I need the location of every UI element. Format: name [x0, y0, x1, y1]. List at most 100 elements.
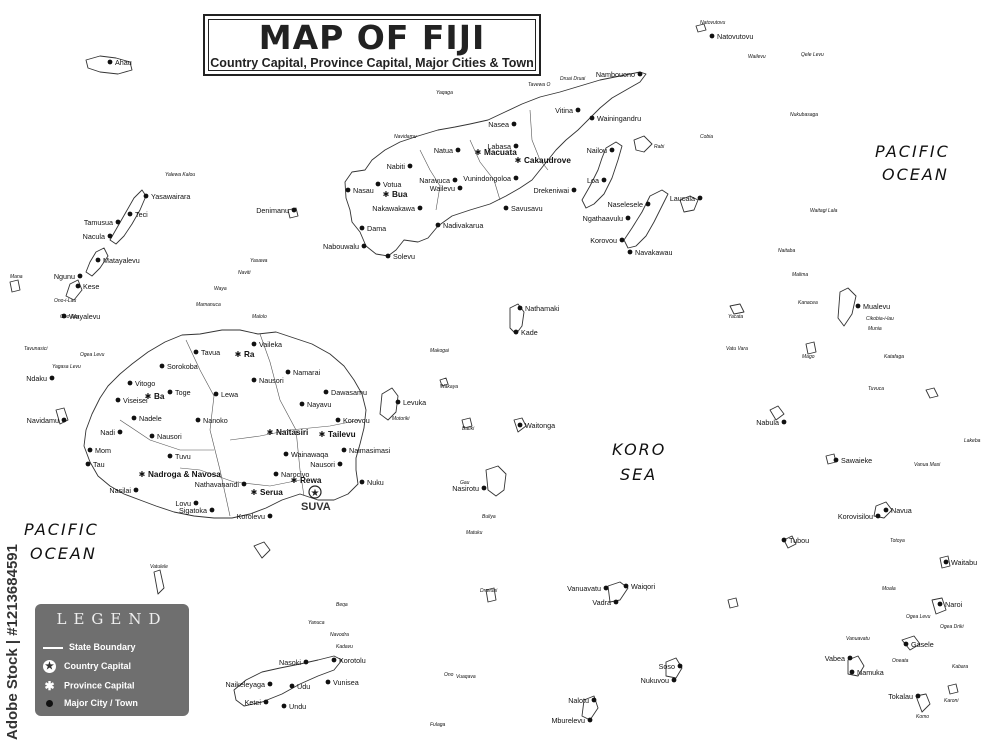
city-marker — [285, 369, 291, 375]
province-capital-marker: ✱ — [251, 488, 258, 497]
island-small-6 — [947, 683, 959, 695]
province-capital-marker: ✱ — [145, 392, 152, 401]
city-label: Laucala — [670, 194, 695, 203]
province-capital-marker: ✱ — [383, 190, 390, 199]
city-marker — [781, 537, 787, 543]
city-label: Tubou — [789, 536, 809, 545]
minor-place-label: Mago — [802, 354, 815, 360]
minor-place-label: Waitagi Lala — [810, 208, 838, 214]
city-label: Nayavu — [307, 400, 331, 409]
island-small-8 — [9, 279, 21, 293]
city-label: Nasirotu — [452, 484, 479, 493]
minor-place-label: Ogea Driki — [940, 624, 965, 630]
minor-place-label: Vanua Masi — [914, 462, 941, 468]
city-marker — [335, 417, 341, 423]
legend-item-country-capital: ★Country Capital — [43, 660, 131, 673]
city-marker — [117, 429, 123, 435]
province-capital-label: Rewa — [300, 476, 322, 485]
city-label: Nabula — [756, 418, 779, 427]
province-capital-marker: ✱ — [235, 350, 242, 359]
city-label: Levuka — [403, 398, 426, 407]
city-marker — [677, 663, 683, 669]
city-marker — [613, 599, 619, 605]
city-label: Sigatoka — [179, 506, 207, 515]
minor-place-label: Yanuca — [308, 620, 325, 626]
city-label: Lewa — [221, 390, 238, 399]
minor-place-label: Waya — [214, 286, 227, 292]
city-label: Nailou — [587, 146, 607, 155]
city-marker — [143, 193, 149, 199]
city-label: Nukuvou — [641, 676, 669, 685]
city-marker — [645, 201, 651, 207]
city-marker — [127, 211, 133, 217]
island-beqa — [253, 541, 271, 559]
city-label: Naimasimasi — [349, 446, 391, 455]
city-marker — [601, 177, 607, 183]
city-marker — [609, 147, 615, 153]
city-marker — [337, 461, 343, 467]
boundary-vanua-levu-3 — [529, 109, 549, 171]
city-marker — [847, 655, 853, 661]
minor-place-label: Buliya — [482, 514, 496, 520]
minor-place-label: Oneata — [892, 658, 909, 664]
sea-label-koro-2: SEA — [620, 465, 657, 484]
city-marker — [575, 107, 581, 113]
boundary-viti-levu-5 — [179, 467, 301, 487]
city-label: Nanoko — [203, 416, 228, 425]
city-marker — [697, 195, 703, 201]
city-label: Namuka — [857, 668, 884, 677]
city-label: Nuku — [367, 478, 384, 487]
boundary-viti-levu-2 — [259, 333, 305, 497]
city-marker — [61, 417, 67, 423]
minor-place-label: Katafaga — [884, 354, 904, 360]
city-label: Korotolu — [339, 656, 366, 665]
city-label: Viseisei — [123, 396, 148, 405]
city-label: Naselesele — [607, 200, 643, 209]
city-marker — [193, 500, 199, 506]
city-marker — [341, 447, 347, 453]
legend-item-province-capital: ✱Province Capital — [43, 679, 134, 693]
province-capital-marker: ✱ — [139, 470, 146, 479]
city-marker — [345, 187, 351, 193]
city-label: Labasa — [487, 142, 511, 151]
city-label: Undu — [289, 702, 306, 711]
minor-place-label: Dravuni — [480, 588, 498, 594]
city-label: Mom — [95, 446, 111, 455]
minor-place-label: Vanuavatu — [846, 636, 870, 642]
city-label: Waitabu — [951, 558, 977, 567]
city-label: Nasea — [488, 120, 509, 129]
city-label: Ndaku — [26, 374, 47, 383]
city-label: Nacula — [83, 232, 105, 241]
city-label: Vunindongoloa — [463, 174, 511, 183]
city-marker — [517, 305, 523, 311]
capital-label: SUVA — [301, 501, 331, 513]
city-marker — [251, 377, 257, 383]
island-small-3 — [805, 341, 817, 355]
city-label: Nathavanandi — [195, 480, 240, 489]
boundary-viti-levu-3 — [119, 419, 214, 451]
city-marker — [195, 417, 201, 423]
city-label: Wainawaqa — [291, 450, 328, 459]
island-laucala — [679, 195, 699, 213]
island-ahau — [85, 55, 133, 75]
city-marker — [457, 185, 463, 191]
sea-label-pacific-ne-2: OCEAN — [882, 165, 949, 184]
city-label: Namarai — [293, 368, 321, 377]
city-label: Wayalevu — [69, 312, 100, 321]
minor-place-label: Totoya — [890, 538, 905, 544]
legend-item-city: Major City / Town — [43, 698, 138, 708]
city-label: Korovisilou — [838, 512, 873, 521]
island-small-1 — [439, 377, 449, 387]
city-marker — [127, 380, 133, 386]
island-mualevu — [837, 287, 857, 327]
map-title: MAP OF FIJI — [258, 18, 486, 57]
minor-place-label: Qele Levu — [801, 52, 824, 58]
province-capital-label: Naitasiri — [276, 428, 308, 437]
minor-place-label: Gau — [460, 480, 470, 486]
minor-place-label: Rabi — [654, 144, 665, 150]
minor-place-label: Malolo — [252, 314, 267, 320]
boundary-viti-levu-4 — [229, 419, 361, 441]
map-subtitle: Country Capital, Province Capital, Major… — [210, 56, 534, 70]
